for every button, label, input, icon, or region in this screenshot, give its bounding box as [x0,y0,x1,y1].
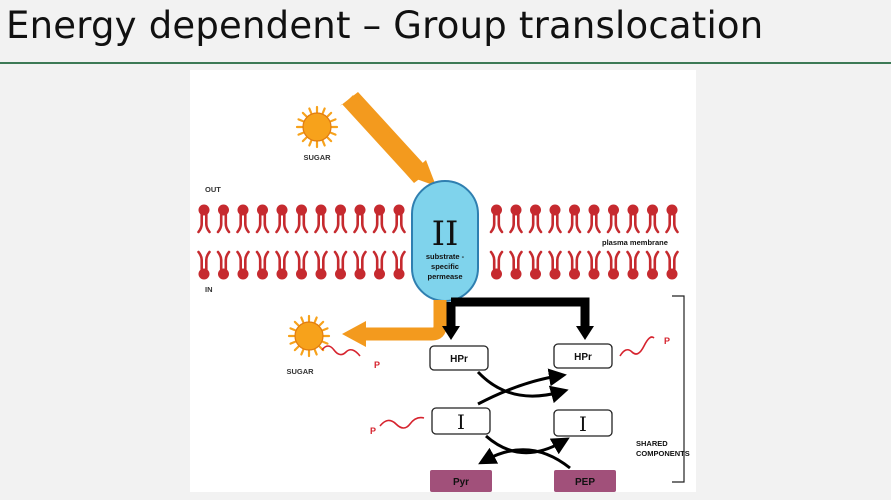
title-divider [0,62,891,64]
lipid-outer [372,203,387,234]
lipid-outer [275,203,289,234]
sugar-bottom-label: SUGAR [286,367,314,376]
lipid-outer [665,203,679,234]
lipid-outer [333,203,348,234]
lipid-outer [392,203,406,234]
lipid-outer [489,203,504,234]
pep-box [554,470,616,492]
in-label: IN [205,285,213,294]
sugar-top-label: SUGAR [303,153,331,162]
lipid-outer [548,203,562,234]
sugar-exit-arrow-icon [342,300,447,347]
hpr-right-box [553,343,613,369]
enzyme-i-right-label: I [579,412,587,436]
lipid-outer [626,203,640,234]
permease-label-line1: substrate - [426,252,465,261]
sugar-bottom-icon [287,314,331,358]
lipid-inner [509,250,523,281]
hpr-right-label: HPr [574,352,592,363]
lipid-inner [236,250,250,281]
lipid-inner [255,250,270,281]
lipid-outer [567,203,582,234]
lipid-inner [606,250,621,281]
group-translocation-diagram: SUGAR OUT IN II substrate - specific per… [197,92,690,492]
lipid-outer [587,203,601,234]
lipid-inner [294,250,309,281]
shared-label-line1: SHARED [636,439,668,448]
pyr-box [430,470,492,492]
pep-label: PEP [575,477,595,488]
shared-label-line2: COMPONENTS [636,449,690,458]
lipid-outer [197,203,211,234]
enzyme-ii-label: II [432,214,459,254]
lipid-inner [528,250,543,281]
phosphate-hpr-label: P [664,336,670,346]
sugar-entry-arrow-icon [340,92,436,186]
enzyme-i-left-label: I [457,410,465,434]
lipid-outer [606,203,621,234]
phosphate-tail-i [379,416,425,429]
lipid-inner [197,250,211,281]
lipid-inner [489,250,504,281]
lipid-outer [294,203,309,234]
lipid-outer [216,203,231,234]
lipid-inner [645,250,660,281]
lipid-inner [587,250,601,281]
lipid-outer [528,203,543,234]
out-label: OUT [205,185,221,194]
phosphate-tail-hpr [619,336,655,357]
diagram-figure: SUGAR OUT IN II substrate - specific per… [190,70,696,492]
lipid-inner [392,250,406,281]
shared-components-bracket [672,295,685,483]
lipid-outer [314,203,328,234]
slide-title: Energy dependent – Group translocation [6,4,764,47]
enzyme-i-left-box [431,407,491,435]
phosphate-i-label: P [370,426,376,436]
lipid-outer [645,203,660,234]
lipid-outer [255,203,270,234]
sugar-top-icon [295,105,339,149]
phosphate-sugar-label: P [374,360,380,370]
lipid-inner [353,250,367,281]
lipid-inner [548,250,562,281]
enzyme-i-right-box [553,409,613,437]
lipid-inner [567,250,582,281]
lipid-outer [236,203,250,234]
lipid-inner [314,250,328,281]
lipid-inner [333,250,348,281]
permease-label-line3: permease [427,272,462,281]
lipid-outer [353,203,367,234]
lipid-inner [216,250,231,281]
membrane-label: plasma membrane [602,238,668,247]
hpr-exchange-arrows-icon [476,368,569,406]
lipid-outer [509,203,523,234]
enzyme-i-exchange-arrows-icon [478,434,571,470]
phosphate-transfer-bracket-icon [442,297,594,340]
lipid-inner [275,250,289,281]
hpr-left-box [429,345,489,371]
hpr-left-label: HPr [450,354,468,365]
pyr-label: Pyr [453,477,469,488]
lipid-inner [372,250,387,281]
permease-label-line2: specific [431,262,459,271]
lipid-inner [665,250,679,281]
phosphate-tail-sugar [321,345,361,357]
lipid-inner [626,250,640,281]
